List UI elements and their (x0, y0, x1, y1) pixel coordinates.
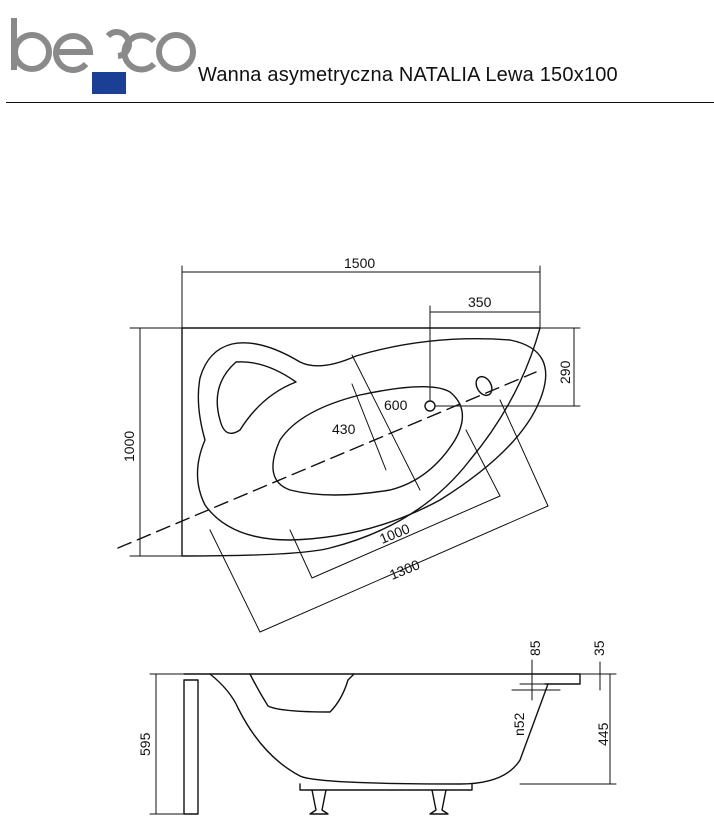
side-view-outline (183, 673, 581, 815)
dim-85: 85 (527, 640, 543, 656)
besco-logo (11, 18, 196, 94)
header-divider (6, 102, 714, 103)
dim-350: 350 (468, 294, 492, 310)
dim-1000-depth: 1000 (121, 431, 137, 462)
top-view-dimensions (129, 265, 581, 633)
dim-n52: n52 (511, 712, 527, 736)
dim-290: 290 (557, 360, 573, 384)
dim-430: 430 (332, 421, 356, 437)
dim-595: 595 (137, 732, 153, 756)
dim-35: 35 (591, 640, 607, 656)
dim-445: 445 (595, 722, 611, 746)
side-view-dimensions (149, 659, 617, 815)
top-view-outline (181, 327, 547, 557)
dim-1500: 1500 (344, 255, 375, 271)
product-title: Wanna asymetryczna NATALIA Lewa 150x100 (198, 64, 618, 86)
dimension-labels: 1500 350 1000 290 600 430 1000 1300 85 3… (121, 255, 611, 756)
dim-600: 600 (384, 397, 408, 413)
dim-1300: 1300 (387, 556, 422, 583)
centre-axis (117, 371, 537, 549)
